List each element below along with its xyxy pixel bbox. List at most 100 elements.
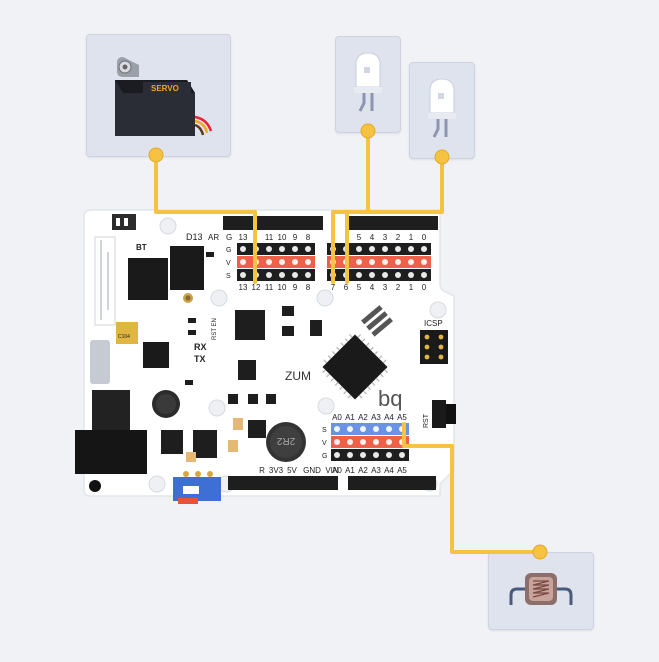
analog-pin[interactable] — [360, 426, 366, 432]
led-icon — [428, 78, 456, 138]
digital-a-pin[interactable] — [253, 272, 259, 278]
digital-a-pin[interactable] — [279, 259, 285, 265]
power-pin-label: VIN — [325, 466, 339, 475]
analog-top-label: A4 — [384, 413, 394, 422]
digital-b-pin[interactable] — [356, 246, 362, 252]
analog-pin[interactable] — [334, 439, 340, 445]
digital-a-pin[interactable] — [292, 246, 298, 252]
digital-b-bottom-label: 5 — [357, 283, 362, 292]
analog-bottom-label: A4 — [384, 466, 394, 475]
analog-pin[interactable] — [386, 426, 392, 432]
digital-b-pin[interactable] — [382, 259, 388, 265]
analog-top-label: A5 — [397, 413, 407, 422]
rst-label: RST — [423, 413, 430, 428]
rst-en-label: RST EN — [212, 318, 218, 340]
analog-pin[interactable] — [399, 426, 405, 432]
power-pin-label: 3V3 — [269, 466, 284, 475]
analog-row-s — [331, 423, 409, 435]
analog-row-g — [331, 449, 409, 461]
analog-bottom-label: A1 — [345, 466, 355, 475]
analog-pin[interactable] — [386, 439, 392, 445]
digital-a-pin[interactable] — [240, 246, 246, 252]
digital-b-pin[interactable] — [369, 259, 375, 265]
digital-b-pin[interactable] — [395, 272, 401, 278]
analog-pin[interactable] — [334, 452, 340, 458]
analog-top-label: A2 — [358, 413, 368, 422]
digital-a-top-label: 10 — [278, 233, 287, 242]
digital-b-pin[interactable] — [330, 272, 336, 278]
servo-component[interactable]: SERVO — [86, 34, 231, 157]
light-sensor-icon — [509, 573, 573, 605]
digital-b-pin[interactable] — [395, 246, 401, 252]
analog-pin[interactable] — [399, 452, 405, 458]
digital-a-top-label: 8 — [306, 233, 311, 242]
digital-b-pin[interactable] — [408, 246, 414, 252]
digital-b-row-s — [327, 269, 431, 281]
inductor-label: 2R2 — [276, 435, 295, 446]
digital-b-pin[interactable] — [330, 259, 336, 265]
digital-a-pin[interactable] — [266, 272, 272, 278]
digital-b-pin[interactable] — [343, 272, 349, 278]
digital-b-pin[interactable] — [421, 272, 427, 278]
digital-b-pin[interactable] — [408, 259, 414, 265]
digital-a-pin[interactable] — [305, 246, 311, 252]
digital-b-pin[interactable] — [395, 259, 401, 265]
analog-pin[interactable] — [373, 426, 379, 432]
header-digital-13-8 — [223, 216, 323, 230]
ldr-component[interactable] — [488, 552, 594, 630]
analog-pin[interactable] — [399, 439, 405, 445]
digital-b-bottom-label: 1 — [409, 283, 414, 292]
digital-b-pin[interactable] — [408, 272, 414, 278]
wire-led1 — [331, 129, 370, 284]
analog-pin[interactable] — [347, 439, 353, 445]
digital-a-pin[interactable] — [279, 272, 285, 278]
digital-a-row-v — [237, 256, 315, 268]
digital-a-pin[interactable] — [253, 246, 259, 252]
digital-a-pin[interactable] — [305, 272, 311, 278]
digital-a-bottom-label: 12 — [252, 283, 261, 292]
digital-b-pin[interactable] — [343, 246, 349, 252]
analog-pin[interactable] — [360, 452, 366, 458]
led-component-2[interactable] — [409, 62, 475, 159]
analog-pin[interactable] — [334, 426, 340, 432]
digital-a-pin[interactable] — [305, 259, 311, 265]
digital-b-pin[interactable] — [369, 272, 375, 278]
digital-a-pin[interactable] — [279, 246, 285, 252]
digital-b-pin[interactable] — [343, 259, 349, 265]
digital-a-row-s — [237, 269, 315, 281]
analog-top-label: A0 — [332, 413, 342, 422]
analog-pin[interactable] — [360, 439, 366, 445]
digital-b-pin[interactable] — [382, 272, 388, 278]
digital-a-bottom-label: 13 — [239, 283, 248, 292]
digital-b-pin[interactable] — [356, 259, 362, 265]
wire-led2 — [345, 155, 444, 284]
led-component-1[interactable] — [335, 36, 401, 133]
icsp-label: ICSP — [424, 319, 443, 328]
analog-pin[interactable] — [373, 439, 379, 445]
digital-a-pin[interactable] — [240, 259, 246, 265]
analog-pin[interactable] — [386, 452, 392, 458]
digital-b-bottom-label: 0 — [422, 283, 427, 292]
digital-b-pin[interactable] — [382, 246, 388, 252]
header-analog — [348, 476, 436, 490]
digital-b-pin[interactable] — [421, 259, 427, 265]
digital-b-pin[interactable] — [356, 272, 362, 278]
digital-b-pin[interactable] — [421, 246, 427, 252]
digital-a-top-label: 9 — [293, 233, 298, 242]
digital-a-pin[interactable] — [266, 259, 272, 265]
digital-a-pin[interactable] — [292, 259, 298, 265]
digital-b-bottom-label: 3 — [383, 283, 388, 292]
digital-a-pin[interactable] — [253, 259, 259, 265]
digital-b-pin[interactable] — [330, 246, 336, 252]
digital-a-pin[interactable] — [266, 246, 272, 252]
analog-pin[interactable] — [373, 452, 379, 458]
analog-pin[interactable] — [347, 426, 353, 432]
digital-b-top-label: 0 — [422, 233, 427, 242]
analog-pin[interactable] — [347, 452, 353, 458]
row-letter: V — [226, 260, 231, 267]
digital-a-pin[interactable] — [292, 272, 298, 278]
digital-a-pin[interactable] — [240, 272, 246, 278]
digital-b-bottom-label: 6 — [344, 283, 349, 292]
digital-b-pin[interactable] — [369, 246, 375, 252]
